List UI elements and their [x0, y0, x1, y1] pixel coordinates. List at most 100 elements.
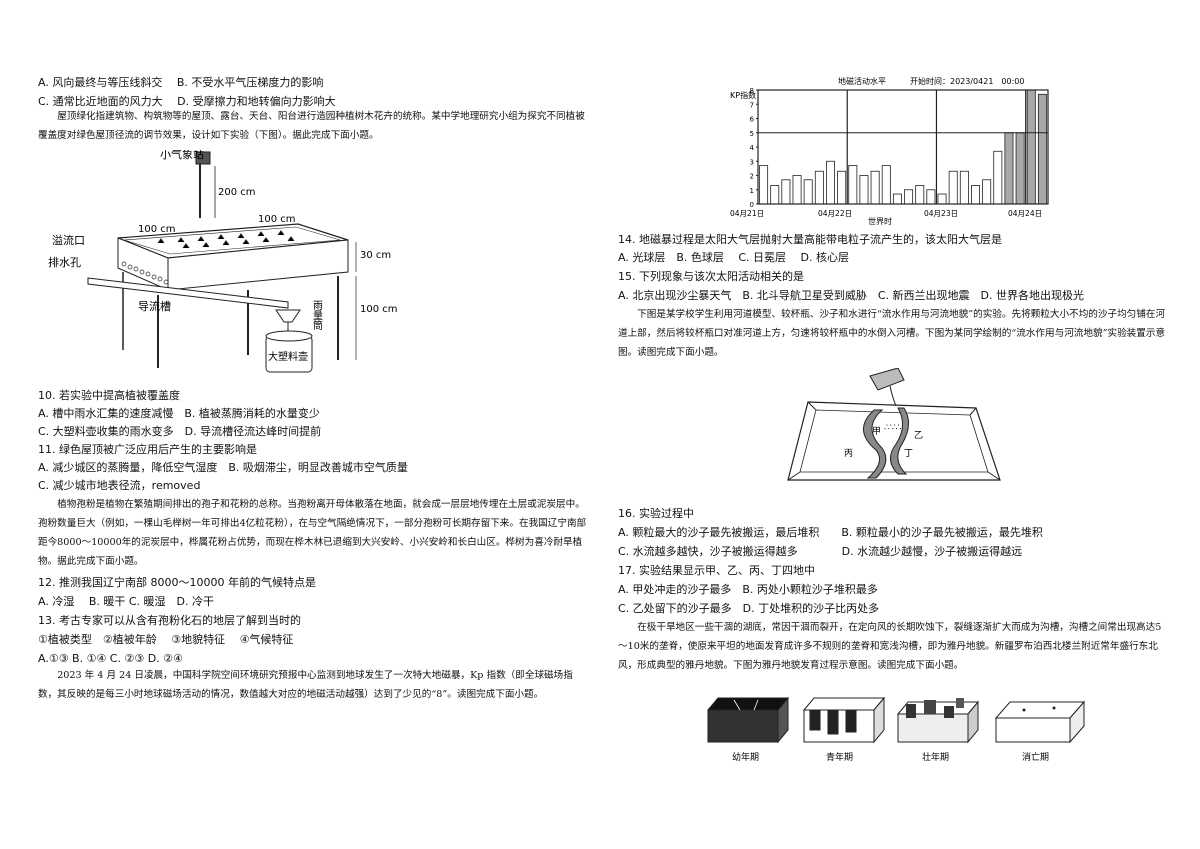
kp-bar	[759, 165, 769, 205]
y-tick-label: 3	[750, 158, 754, 166]
q17-stem: 17. 实验结果显示甲、乙、丙、丁四地中	[618, 564, 815, 577]
kp-bar	[937, 193, 947, 205]
kp-bar	[803, 179, 813, 205]
q16-option-cd: C. 水流越多越快，沙子被搬运得越多 D. 水流越少越慢，沙子被搬运得越远	[618, 545, 1023, 558]
stage-mature-block	[896, 698, 980, 744]
q17-option-cd: C. 乙处留下的沙子最多 D. 丁处堆积的沙子比丙处多	[618, 602, 880, 615]
q15-stem: 15. 下列现象与该次太阳活动相关的是	[618, 270, 804, 283]
passage-geomagnetic: 2023 年 4 月 24 日凌晨，中国科学院空间环境研究预报中心监测到地球发生…	[38, 670, 573, 700]
label-ding: 丁	[904, 449, 913, 459]
q14-options: A. 光球层 B. 色球层 C. 日冕层 D. 核心层	[618, 251, 849, 264]
stage-label-decline: 消亡期	[1022, 751, 1049, 763]
kp-bar	[971, 185, 980, 205]
y-tick-label: 6	[750, 116, 755, 124]
y-tick-label: 2	[750, 173, 754, 181]
y-tick-label: 7	[750, 101, 754, 109]
label-bucket: 大塑料壶	[268, 350, 308, 363]
kp-bar	[926, 189, 936, 205]
yardang-stages-figure: 幼年期 青年期 壮年期 消亡期	[706, 696, 1086, 763]
passage-pollen: 植物孢粉是植物在繁殖期间排出的孢子和花粉的总称。当孢粉离开母体散落在地面，就会成…	[38, 499, 587, 567]
label-weather-station: 小气象站	[160, 150, 204, 161]
kp-bar	[770, 185, 780, 205]
y-tick-label: 0	[750, 201, 754, 209]
stage-label-youth: 青年期	[826, 751, 853, 763]
y-tick-label: 8	[750, 87, 754, 95]
kp-index-chart: 地磁活动水平 开始时间：2023/0421 00:00 KP指数 世界时 0 1 2…	[730, 76, 1049, 226]
q12-options: A. 冷湿 B. 暖干 C. 暖湿 D. 冷干	[38, 595, 214, 608]
q16-stem: 16. 实验过程中	[618, 507, 694, 520]
passage-river-experiment: 下图是某学校学生利用河道模型、较杯瓶、沙子和水进行“流水作用与河流地貌”的实验。…	[618, 309, 1166, 358]
label-drain-hole: 排水孔	[48, 255, 81, 269]
dots-sand-icon: ∴∵∴	[884, 423, 901, 433]
y-tick-label: 5	[750, 130, 754, 138]
day-label-3: 04月23日	[924, 209, 958, 218]
kp-bar	[1004, 132, 1014, 205]
kp-bar	[814, 170, 824, 205]
green-roof-experiment-figure: 小气象站 200 cm 100 cm 100 cm 溢流口 排水孔 30 cm …	[48, 150, 398, 373]
q11-stem: 11. 绿色屋顶被广泛应用后产生的主要影响是	[38, 443, 257, 456]
day-label-2: 04月22日	[818, 209, 852, 218]
kp-bar	[1015, 132, 1025, 205]
chart-xlabel: 世界时	[868, 216, 892, 226]
q12-stem: 12. 推测我国辽宁南部 8000～10000 年前的气候特点是	[38, 576, 316, 589]
kp-bar	[993, 150, 1003, 205]
stage-decline-block	[994, 700, 1086, 744]
label-100cm-c: 100 cm	[360, 304, 398, 315]
kp-bar	[781, 179, 791, 205]
pouring-cup-icon	[869, 368, 905, 407]
kp-bar	[959, 170, 969, 205]
q10-option-cd: C. 大塑料壶收集的雨水变多 D. 导流槽径流达峰时间提前	[38, 425, 322, 438]
chart-frame	[757, 89, 1049, 205]
chart-ylabel: KP指数	[730, 90, 756, 100]
kp-bar	[792, 175, 802, 205]
kp-bar	[1026, 89, 1036, 205]
passage-green-roof: 屋顶绿化指建筑物、构筑物等的屋顶、露台、天台、阳台进行造园种植树木花卉的统称。某…	[38, 111, 585, 141]
kp-bar	[881, 165, 891, 205]
q17-option-ab: A. 甲处冲走的沙子最多 B. 丙处小颗粒沙子堆积最多	[618, 583, 878, 596]
stage-young-block	[706, 696, 790, 744]
label-rain-gauge: 雨量筒	[311, 300, 323, 331]
q11-option-cd: C. 减少城市地表径流，removed	[38, 479, 201, 492]
label-yi: 乙	[914, 430, 923, 441]
q13-items: ①植被类型 ②植被年龄 ③地貌特征 ④气候特征	[38, 633, 294, 646]
stage-youth-block	[802, 696, 886, 744]
q13-options: A.①③ B. ①④ C. ②③ D. ②④	[38, 652, 183, 665]
q13-stem: 13. 考古专家可以从含有孢粉化石的地层了解到当时的	[38, 614, 301, 627]
stage-label-mature: 壮年期	[922, 751, 949, 763]
kp-bar	[1037, 93, 1047, 205]
q15-options: A. 北京出现沙尘暴天气 B. 北斗导航卫星受到威胁 C. 新西兰出现地震 D.…	[618, 289, 1084, 302]
passage-yardang: 在极干旱地区一些干涸的湖底，常因干涸而裂开，在定向风的长期吹蚀下，裂缝逐渐扩大而…	[618, 622, 1162, 671]
q16-option-ab: A. 颗粒最大的沙子最先被搬运，最后堆积 B. 颗粒最小的沙子最先被搬运，最先堆…	[618, 526, 1043, 539]
kp-bar	[870, 170, 880, 205]
q10-stem: 10. 若实验中提高植被覆盖度	[38, 389, 180, 402]
kp-bar	[848, 165, 858, 205]
y-tick-label: 1	[750, 187, 754, 195]
stage-label-young: 幼年期	[732, 751, 759, 763]
q9-option-cd: C. 通常比近地面的风力大 D. 受摩擦力和地转偏向力影响大	[38, 95, 336, 108]
label-jia: 甲	[872, 426, 881, 437]
kp-bar	[915, 185, 925, 205]
kp-bar	[904, 189, 914, 205]
label-100cm-b: 100 cm	[258, 214, 296, 225]
q10-option-ab: A. 槽中雨水汇集的速度减慢 B. 植被蒸腾消耗的水量变少	[38, 407, 320, 420]
river-model-figure: ∴∵∴ 甲 乙 丙 丁	[787, 368, 1001, 481]
q9-option-ab: A. 风向最终与等压线斜交 B. 不受水平气压梯度力的影响	[38, 76, 324, 89]
q14-stem: 14. 地磁暴过程是太阳大气层抛射大量高能带电粒子流产生的，该太阳大气层是	[618, 233, 1002, 246]
day-label-1: 04月21日	[730, 209, 764, 218]
label-30cm: 30 cm	[360, 250, 391, 261]
label-channel: 导流槽	[138, 299, 171, 313]
chart-start-time: 开始时间：2023/0421 00:00	[910, 76, 1024, 86]
kp-bar	[859, 175, 869, 205]
kp-bar	[982, 179, 992, 205]
label-100cm-a: 100 cm	[138, 224, 176, 235]
y-tick-label: 4	[750, 144, 755, 152]
chart-title: 地磁活动水平	[838, 76, 886, 86]
label-overflow: 溢流口	[52, 233, 85, 247]
label-200cm: 200 cm	[218, 187, 256, 198]
kp-bar	[892, 193, 902, 205]
kp-bar	[948, 170, 958, 205]
kp-bar	[826, 160, 835, 205]
label-bing: 丙	[844, 448, 853, 459]
q11-option-ab: A. 减少城区的蒸腾量，降低空气湿度 B. 吸烟滞尘，明显改善城市空气质量	[38, 461, 408, 474]
kp-bar	[837, 170, 847, 205]
